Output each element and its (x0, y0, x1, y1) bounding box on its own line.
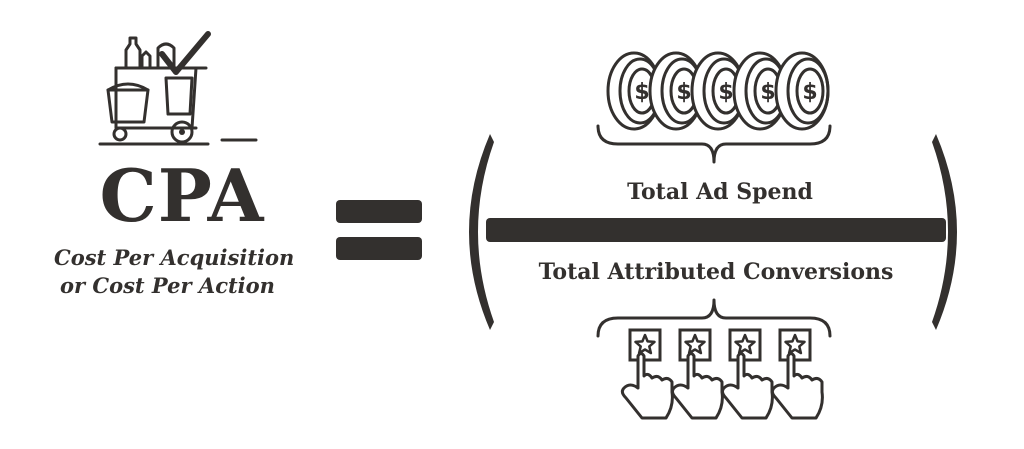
bottom-curly-brace (596, 298, 832, 338)
svg-text:$: $ (676, 80, 691, 105)
svg-text:$: $ (760, 80, 775, 105)
dollar-coin-icon: $ (732, 51, 788, 131)
denominator-label: Total Attributed Conversions (538, 259, 894, 285)
cleaning-cart-checkmark-icon (98, 31, 258, 146)
cpa-acronym: CPA (99, 153, 265, 238)
svg-text:$: $ (718, 80, 733, 105)
equals-sign-bottom-bar (336, 237, 422, 260)
svg-text:$: $ (802, 80, 817, 105)
dollar-coin-icon: $ (606, 51, 662, 131)
right-parenthesis (932, 134, 957, 330)
star-click-hand-icon (770, 328, 824, 420)
star-click-hands-icon (620, 328, 824, 420)
star-click-hand-icon (670, 328, 724, 420)
dollar-coin-icon: $ (774, 51, 830, 131)
svg-text:$: $ (634, 80, 649, 105)
dollar-coin-icon: $ (690, 51, 746, 131)
star-click-hand-icon (620, 328, 674, 420)
top-curly-brace (596, 124, 832, 164)
fraction-bar (486, 218, 946, 242)
definition-line-2: or Cost Per Action (60, 273, 275, 298)
numerator-label: Total Ad Spend (627, 179, 813, 205)
equals-sign-top-bar (336, 200, 422, 223)
star-click-hand-icon (720, 328, 774, 420)
dollar-coins-stack-icon: $ $ $ $ $ (606, 51, 830, 131)
left-parenthesis (469, 134, 494, 330)
definition-line-1: Cost Per Acquisition (54, 245, 295, 270)
